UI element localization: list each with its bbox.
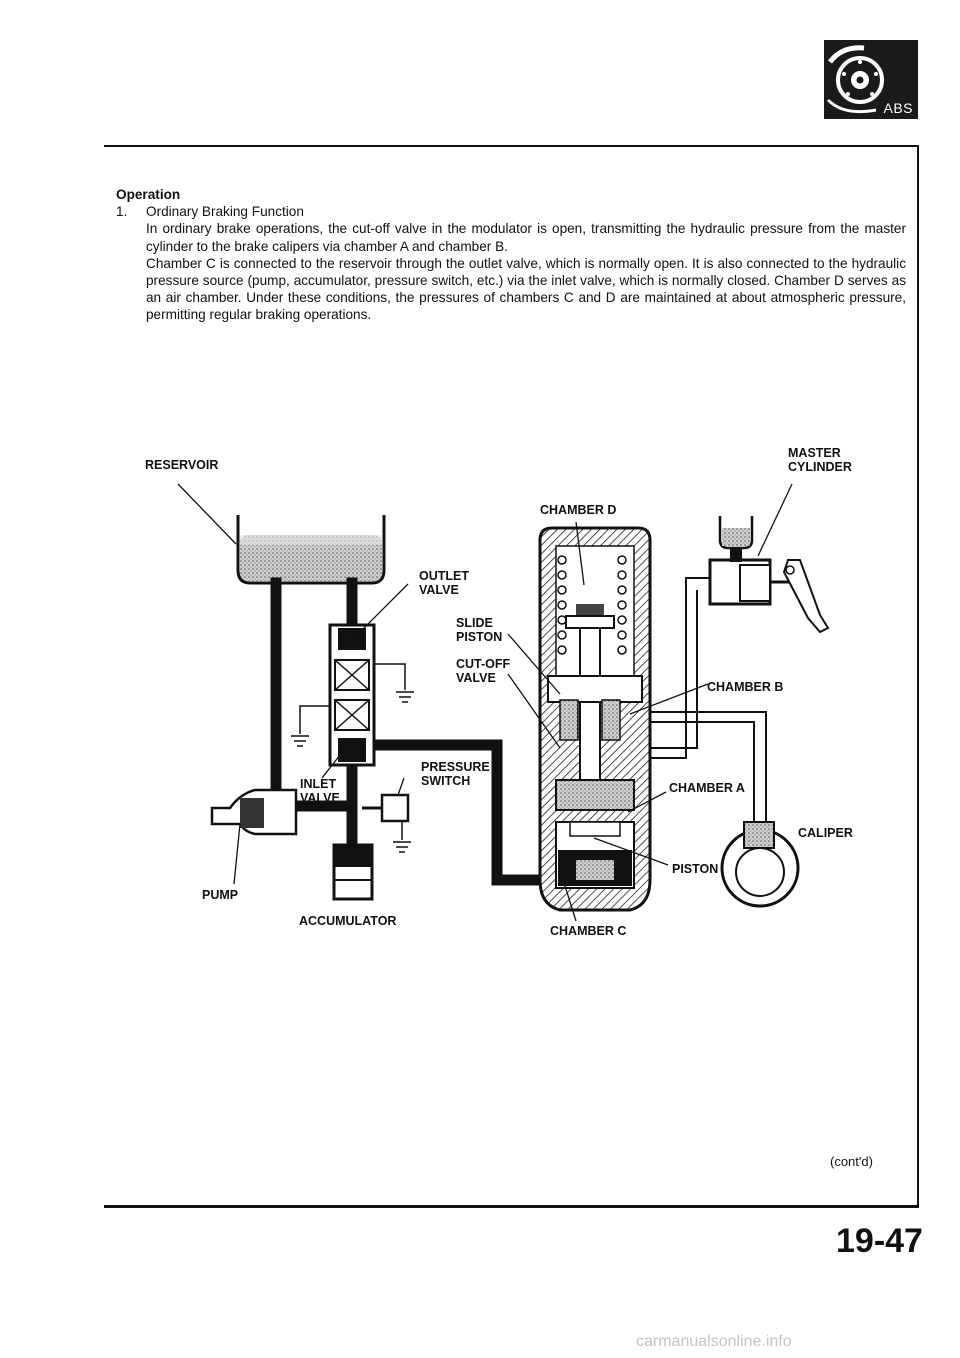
label-cutoff-valve-2: VALVE: [456, 671, 496, 685]
label-inlet-valve-1: INLET: [300, 777, 337, 791]
page-number: 19-47: [836, 1222, 923, 1260]
label-master-cylinder-2: CYLINDER: [788, 460, 852, 474]
label-slide-piston-1: SLIDE: [456, 616, 493, 630]
pump: [210, 788, 298, 836]
leader-lines: [177, 483, 793, 922]
label-slide-piston-2: PISTON: [456, 630, 503, 644]
bottom-rule: [104, 1205, 919, 1208]
label-chamber-a: CHAMBER A: [669, 781, 745, 795]
label-outlet-valve-1: OUTLET: [419, 569, 469, 583]
solenoid-valve-stack: [291, 623, 414, 767]
item-title: Ordinary Braking Function: [146, 204, 304, 220]
modulator-body: [538, 526, 652, 912]
hydraulic-lines-right: [650, 577, 767, 828]
label-pressure-switch-2: SWITCH: [421, 774, 471, 788]
label-chamber-b: CHAMBER B: [707, 680, 784, 694]
item-number: 1.: [116, 204, 128, 220]
top-rule: [104, 145, 919, 147]
section-heading: Operation: [116, 187, 181, 202]
label-cutoff-valve-1: CUT-OFF: [456, 657, 511, 671]
content-block: Operation 1. Ordinary Braking Function I…: [116, 186, 906, 324]
accumulator: [332, 843, 374, 901]
paragraph: Chamber C is connected to the reservoir …: [146, 255, 906, 323]
hydraulic-lines-left: [270, 577, 546, 886]
continued-note: (cont'd): [830, 1154, 873, 1169]
abs-badge: ABS: [824, 40, 918, 119]
label-chamber-d: CHAMBER D: [540, 503, 617, 517]
pressure-switch: [362, 793, 411, 853]
label-outlet-valve-2: VALVE: [419, 583, 459, 597]
label-accumulator: ACCUMULATOR: [299, 914, 397, 928]
list-item: 1. Ordinary Braking Function: [116, 203, 906, 220]
abs-badge-label: ABS: [883, 100, 913, 116]
caliper: [720, 821, 800, 908]
label-chamber-c: CHAMBER C: [550, 924, 627, 938]
label-pressure-switch-1: PRESSURE: [421, 760, 490, 774]
label-pump: PUMP: [202, 888, 239, 902]
label-piston: PISTON: [672, 862, 719, 876]
label-reservoir: RESERVOIR: [145, 458, 219, 472]
right-rule: [917, 145, 919, 1207]
label-master-cylinder-1: MASTER: [788, 446, 841, 460]
label-inlet-valve-2: VALVE: [300, 791, 340, 805]
watermark-url: carmanualsonline.info: [636, 1333, 792, 1350]
abs-brake-disc-icon: [826, 45, 884, 114]
master-cylinder: [708, 516, 830, 634]
reservoir: [236, 515, 386, 585]
paragraph: In ordinary brake operations, the cut-of…: [146, 221, 906, 254]
label-caliper: CALIPER: [798, 826, 853, 840]
